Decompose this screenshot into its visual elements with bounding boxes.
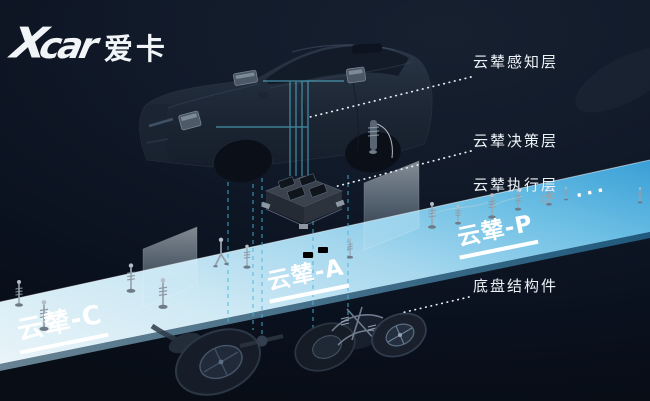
- leader-lines: [309, 76, 472, 314]
- side-mirror: [258, 92, 268, 98]
- callout-chassis-parts: 底盘结构件: [473, 277, 559, 295]
- glass-panel-right: [363, 160, 420, 251]
- cowl-sensor-icon: [233, 69, 258, 86]
- leader-decision: [333, 150, 472, 188]
- suspension-ribbon: [0, 159, 650, 371]
- leader-chassis: [400, 296, 470, 314]
- glass-panel-left: [142, 226, 198, 308]
- suspension-components: [14, 185, 643, 332]
- drop-lines: [227, 150, 349, 334]
- sensor-icons: [178, 66, 393, 159]
- callout-execution-layer: 云辇执行层: [473, 176, 559, 194]
- callout-perception-layer: 云辇感知层: [473, 53, 559, 71]
- hood-sensor-icon: [178, 110, 202, 131]
- ecu-box: [261, 173, 345, 229]
- logo-latin-text: car: [36, 26, 100, 67]
- front-axle: [150, 323, 284, 396]
- sunroof: [351, 43, 383, 54]
- logo-cn-text: 爱卡: [103, 32, 168, 66]
- harness-lines: [216, 80, 344, 176]
- callout-decision-layer: 云辇决策层: [473, 132, 559, 150]
- car-windows: [266, 46, 409, 84]
- xcar-logo: X car 爱卡: [8, 18, 168, 68]
- door-sensor-icon: [345, 66, 367, 84]
- leader-perception: [309, 76, 472, 118]
- rear-axle: [294, 306, 427, 372]
- rear-strut-icon: [367, 120, 393, 159]
- headlight: [148, 117, 174, 128]
- background-haze: [575, 47, 650, 113]
